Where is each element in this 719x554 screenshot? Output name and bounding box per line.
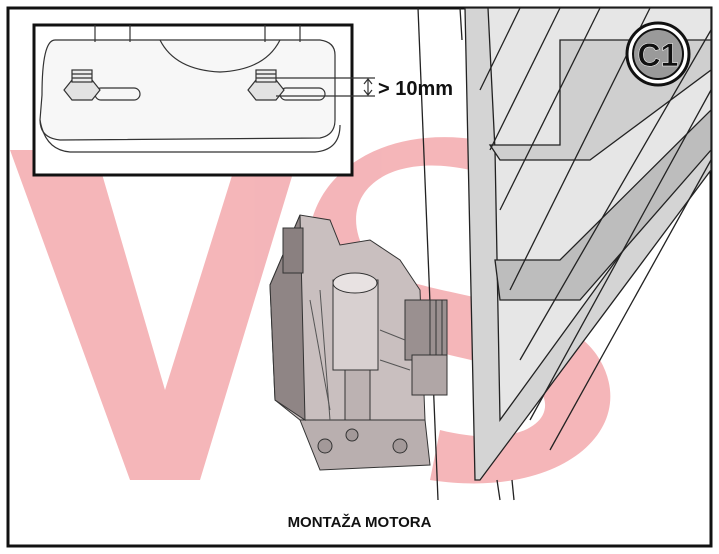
badge-label: C1 — [638, 37, 679, 73]
figure-caption: MONTAŽA MOTORA — [287, 514, 432, 531]
detail-inset — [32, 23, 375, 177]
gate-post — [417, 7, 463, 501]
measurement-label: > 10mm — [378, 78, 453, 100]
step-badge: C1 — [625, 21, 691, 87]
motor-assembly — [269, 214, 448, 471]
caption-backdrop — [12, 506, 707, 544]
gate-rail — [464, 7, 712, 501]
watermark-logo — [10, 137, 611, 484]
outer-frame — [6, 6, 713, 548]
